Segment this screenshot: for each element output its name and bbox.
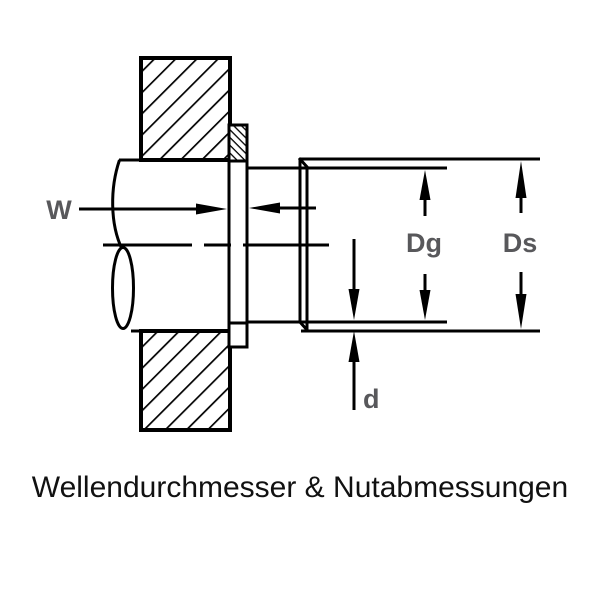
diagram-caption: Wellendurchmesser & Nutabmessungen	[32, 471, 568, 504]
d-arrow-down-icon	[348, 289, 360, 320]
shaft-break-curve	[111, 159, 124, 250]
ds-arrow-up-icon	[515, 161, 527, 198]
housing-wall-upper	[139, 56, 232, 162]
ring-cross-section-lower	[227, 321, 249, 349]
dg-arrow-down-icon	[419, 290, 431, 320]
w-arrow-right-icon	[196, 203, 227, 215]
groove-depth-label: d	[363, 384, 380, 414]
groove-width-label: W	[46, 195, 72, 225]
groove-diameter-label: Dg	[406, 228, 442, 258]
d-arrow-up-icon	[348, 331, 360, 362]
shaft-break-ellipse	[111, 246, 135, 330]
shaft-break-double-line	[297, 156, 310, 333]
ds-arrow-down-icon	[515, 294, 527, 329]
ring-cross-section-upper	[227, 123, 249, 163]
shaft-diameter-label: Ds	[503, 228, 538, 258]
housing-wall-lower	[139, 329, 232, 432]
w-arrow-left-icon	[249, 202, 280, 214]
dg-arrow-up-icon	[419, 170, 431, 200]
